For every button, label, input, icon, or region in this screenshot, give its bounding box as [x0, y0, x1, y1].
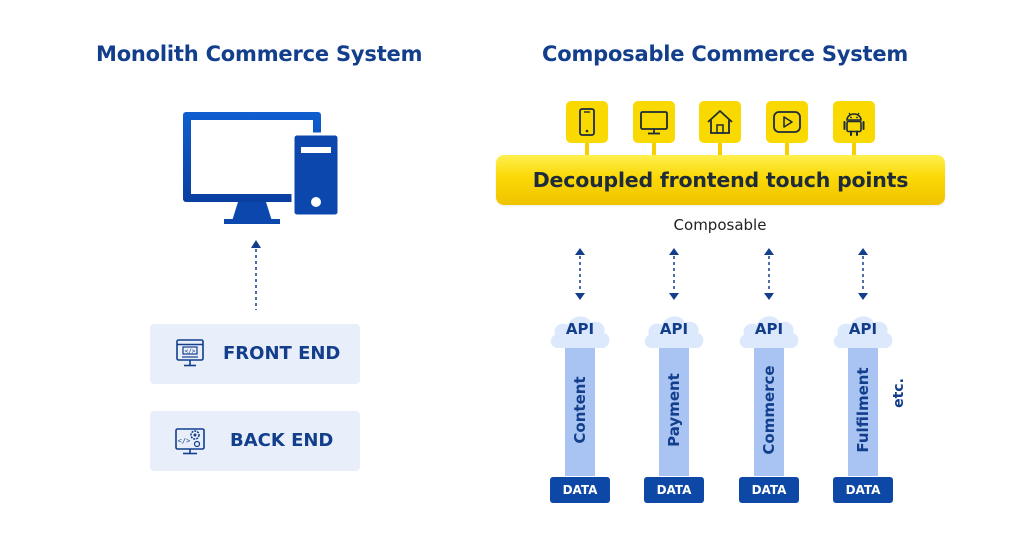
- api-cloud-icon: [644, 316, 704, 348]
- service-name: Content: [571, 376, 589, 444]
- service-pillar-commerce: Commerce: [754, 344, 784, 476]
- api-cloud-icon: [739, 316, 799, 348]
- service-pillar-content: Content: [565, 344, 595, 476]
- monolith-connector-arrow: [251, 240, 261, 310]
- touchpoint-stem: [852, 143, 856, 157]
- code-gear-window-icon: </>: [175, 428, 205, 455]
- monitor-icon: [640, 111, 668, 135]
- touchpoint-android: [833, 101, 875, 143]
- api-connector-arrow: [858, 248, 868, 300]
- touchpoint-video: [766, 101, 808, 143]
- touchpoint-stem: [785, 143, 789, 157]
- touchpoint-stem: [718, 143, 722, 157]
- api-connector-arrow: [764, 248, 774, 300]
- data-box: DATA: [739, 477, 799, 503]
- touchpoint-home: [699, 101, 741, 143]
- video-play-icon: [773, 111, 801, 133]
- back-end-label: BACK END: [230, 430, 334, 451]
- data-box: DATA: [644, 477, 704, 503]
- touchpoint-monitor: [633, 101, 675, 143]
- data-box: DATA: [833, 477, 893, 503]
- etc-label: etc.: [891, 378, 907, 408]
- monolith-title: Monolith Commerce System: [96, 42, 423, 66]
- api-cloud-icon: [550, 316, 610, 348]
- composable-title: Composable Commerce System: [542, 42, 909, 66]
- front-end-label: FRONT END: [223, 343, 341, 364]
- service-name: Payment: [665, 373, 683, 447]
- smartphone-icon: [579, 108, 595, 136]
- desktop-computer-icon: [183, 112, 341, 224]
- code-window-icon: </>: [176, 339, 204, 367]
- data-box: DATA: [550, 477, 610, 503]
- touchpoint-stem: [585, 143, 589, 157]
- service-pillar-fulfilment: Fulfilment: [848, 344, 878, 476]
- decoupled-frontend-bar: Decoupled frontend touch points: [496, 155, 945, 205]
- svg-text:</>: </>: [178, 437, 191, 445]
- api-label: API: [754, 320, 784, 338]
- android-icon: [843, 112, 865, 136]
- api-connector-arrow: [669, 248, 679, 300]
- api-label: API: [848, 320, 878, 338]
- api-label: API: [565, 320, 595, 338]
- composable-label: Composable: [673, 216, 767, 234]
- front-end-layer: </> FRONT END: [150, 324, 360, 384]
- touchpoint-stem: [652, 143, 656, 157]
- api-label: API: [659, 320, 689, 338]
- service-name: Fulfilment: [854, 367, 872, 453]
- back-end-layer: </> BACK END: [150, 411, 360, 471]
- api-cloud-icon: [833, 316, 893, 348]
- service-pillar-payment: Payment: [659, 344, 689, 476]
- home-icon: [707, 110, 733, 134]
- service-name: Commerce: [760, 365, 778, 455]
- touchpoint-smartphone: [566, 101, 608, 143]
- api-connector-arrow: [575, 248, 585, 300]
- svg-text:</>: </>: [185, 348, 196, 355]
